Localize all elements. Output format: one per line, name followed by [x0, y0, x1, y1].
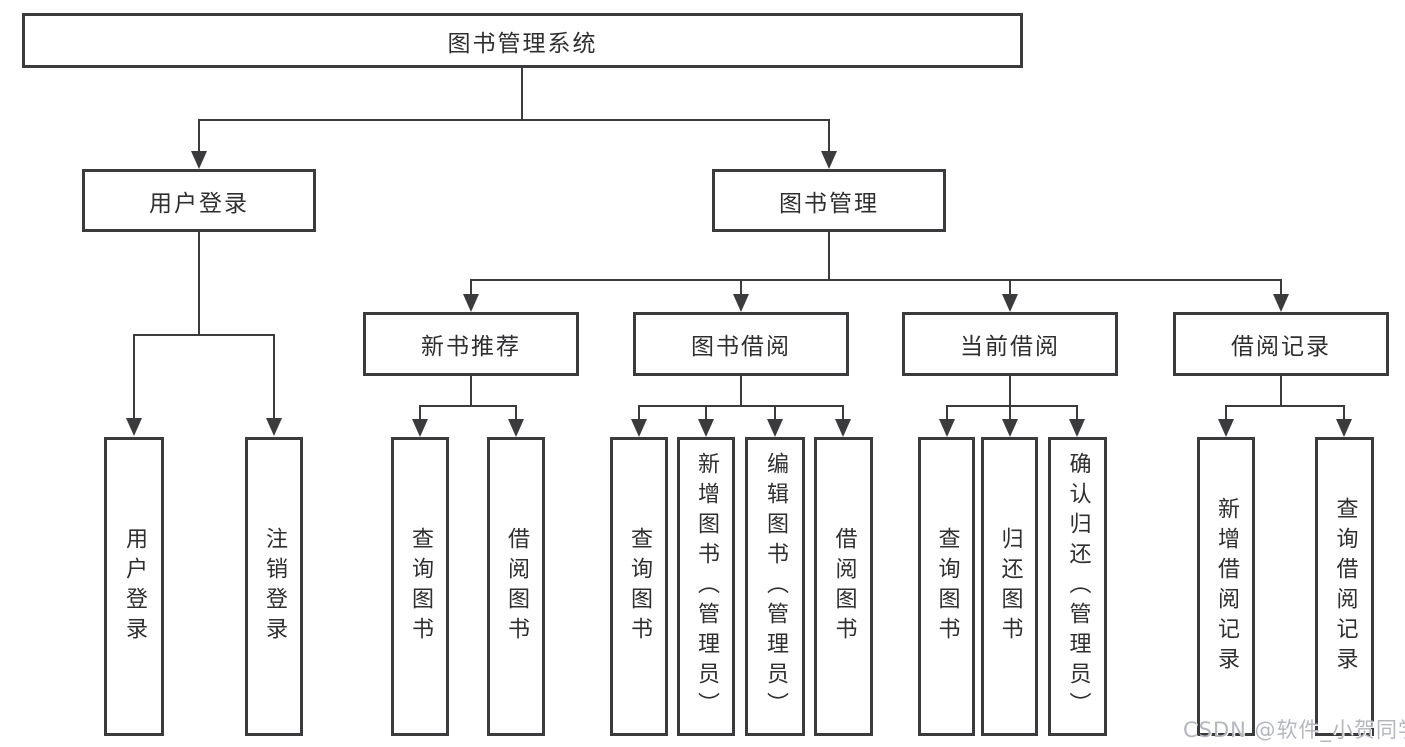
node-current-borrowing-label: 当前借阅: [960, 334, 1060, 360]
connector-bookmgmt-stem-2: [740, 279, 742, 296]
node-leaf-record-add: 新增借阅记录: [1197, 437, 1255, 736]
connector-borrow-stem-1: [638, 405, 640, 421]
node-library-system: 图书管理系统: [22, 13, 1023, 68]
node-leaf-current-return-label: 归还图书: [997, 526, 1023, 647]
connector-borrow-bar: [638, 405, 844, 407]
node-borrowing-records: 借阅记录: [1173, 312, 1389, 376]
node-leaf-borrow-edit-admin: 编辑图书（管理员）: [745, 437, 805, 736]
node-leaf-borrow-query-label: 查询图书: [627, 526, 652, 647]
arrow-down-icon: [126, 418, 142, 436]
connector-current-bar: [946, 405, 1078, 407]
connector-root-right-stem: [828, 119, 830, 153]
connector-userlogin-stub: [198, 232, 200, 336]
connector-current-stub: [1009, 376, 1011, 407]
node-leaf-borrow-add-admin-label: 新增图书（管理员）: [694, 451, 719, 722]
node-leaf-record-query: 查询借阅记录: [1315, 437, 1374, 736]
node-book-borrowing: 图书借阅: [633, 312, 849, 376]
node-leaf-newbook-borrow-label: 借阅图书: [504, 526, 529, 647]
node-leaf-borrow-query: 查询图书: [610, 437, 668, 736]
arrow-down-icon: [939, 419, 955, 437]
node-leaf-newbook-borrow: 借阅图书: [487, 437, 545, 736]
node-borrowing-records-label: 借阅记录: [1231, 334, 1331, 360]
node-leaf-current-confirm-admin-label: 确认归还（管理员）: [1065, 451, 1091, 722]
connector-userlogin-bar: [133, 334, 275, 336]
arrow-down-icon: [1002, 294, 1018, 312]
node-leaf-current-confirm-admin: 确认归还（管理员）: [1048, 437, 1107, 736]
connector-current-stem-2: [1009, 405, 1011, 421]
node-current-borrowing: 当前借阅: [902, 312, 1118, 376]
node-leaf-logout: 注销登录: [245, 437, 303, 736]
arrow-down-icon: [412, 419, 428, 437]
node-new-book-recommend: 新书推荐: [363, 312, 579, 376]
connector-newbook-stem-1: [419, 405, 421, 421]
node-leaf-logout-label: 注销登录: [262, 526, 287, 647]
arrow-down-icon: [1002, 419, 1018, 437]
arrow-down-icon: [767, 419, 783, 437]
arrow-down-icon: [1336, 419, 1352, 437]
arrow-down-icon: [1218, 419, 1234, 437]
connector-bookmgmt-stub: [828, 232, 830, 280]
node-leaf-newbook-query-label: 查询图书: [408, 526, 433, 647]
node-leaf-borrow-borrow: 借阅图书: [814, 437, 873, 736]
node-leaf-user-login: 用户登录: [104, 437, 164, 736]
connector-newbook-bar: [419, 405, 517, 407]
arrow-down-icon: [698, 419, 714, 437]
node-user-login-label: 用户登录: [149, 190, 249, 217]
connector-borrow-stem-3: [774, 405, 776, 421]
arrow-down-icon: [508, 419, 524, 437]
arrow-down-icon: [1069, 419, 1085, 437]
connector-records-bar: [1225, 405, 1345, 407]
connector-borrow-stem-2: [705, 405, 707, 421]
node-leaf-record-add-label: 新增借阅记录: [1214, 496, 1239, 677]
node-leaf-borrow-add-admin: 新增图书（管理员）: [677, 437, 735, 736]
connector-root-stub: [521, 68, 523, 120]
node-user-login: 用户登录: [82, 169, 316, 232]
connector-newbook-stub: [470, 376, 472, 407]
connector-newbook-stem-2: [515, 405, 517, 421]
connector-root-left-stem: [198, 119, 200, 153]
node-book-management: 图书管理: [712, 169, 946, 232]
connector-bookmgmt-stem-1: [470, 279, 472, 296]
connector-userlogin-stem-2: [273, 334, 275, 420]
node-leaf-current-query-label: 查询图书: [934, 526, 960, 647]
node-book-management-label: 图书管理: [779, 190, 879, 217]
node-leaf-current-query: 查询图书: [918, 437, 975, 736]
connector-bookmgmt-stem-4: [1280, 279, 1282, 296]
arrow-down-icon: [266, 418, 282, 436]
connector-root-bar: [198, 119, 830, 121]
arrow-down-icon: [631, 419, 647, 437]
node-leaf-borrow-borrow-label: 借阅图书: [831, 526, 857, 647]
connector-userlogin-stem-1: [133, 334, 135, 420]
connector-current-stem-1: [946, 405, 948, 421]
node-leaf-newbook-query: 查询图书: [391, 437, 449, 736]
connector-records-stub: [1280, 376, 1282, 407]
node-leaf-borrow-edit-admin-label: 编辑图书（管理员）: [763, 451, 788, 722]
connector-borrow-stem-4: [842, 405, 844, 421]
arrow-down-icon: [835, 419, 851, 437]
connector-records-stem-1: [1225, 405, 1227, 421]
csdn-watermark: CSDN @软件_小贺同学: [1183, 718, 1405, 742]
arrow-down-icon: [191, 151, 207, 169]
node-new-book-recommend-label: 新书推荐: [421, 334, 521, 360]
arrow-down-icon: [1273, 294, 1289, 312]
arrow-down-icon: [821, 151, 837, 169]
connector-borrow-stub: [740, 376, 742, 407]
node-leaf-record-query-label: 查询借阅记录: [1332, 496, 1358, 677]
arrow-down-icon: [733, 294, 749, 312]
node-library-system-label: 图书管理系统: [447, 30, 598, 57]
node-leaf-user-login-label: 用户登录: [122, 526, 147, 647]
connector-current-stem-3: [1076, 405, 1078, 421]
node-leaf-current-return: 归还图书: [981, 437, 1038, 736]
connector-records-stem-2: [1343, 405, 1345, 421]
connector-bookmgmt-stem-3: [1009, 279, 1011, 296]
node-book-borrowing-label: 图书借阅: [691, 334, 791, 360]
connector-bookmgmt-bar: [470, 279, 1282, 281]
arrow-down-icon: [463, 294, 479, 312]
